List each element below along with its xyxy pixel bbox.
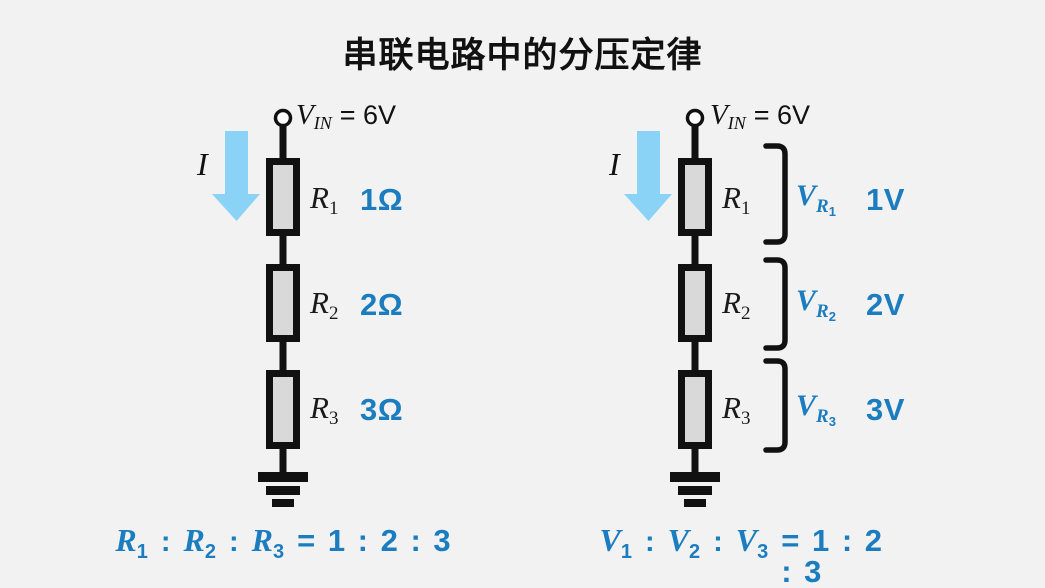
ratio-colon: :: [713, 526, 723, 558]
voltage-value-vr1: 1V: [866, 182, 905, 217]
resistor-r1: [678, 158, 712, 236]
term-base: R: [183, 522, 205, 558]
vin-symbol: V: [710, 99, 728, 131]
ground-icon: [258, 472, 308, 507]
voltage-symbol: V: [796, 179, 817, 212]
bracket-vr1: [763, 143, 788, 245]
term-base: V: [667, 522, 689, 558]
resistor-subscript: 3: [740, 408, 751, 429]
current-label-right: I: [609, 146, 620, 182]
vin-value: = 6V: [753, 100, 811, 130]
voltage-symbol: V: [796, 389, 817, 422]
current-label-left: I: [197, 146, 208, 182]
bracket-vr2: [763, 257, 788, 351]
resistor-symbol: R: [310, 285, 329, 320]
resistor-r3: [266, 370, 300, 449]
current-arrow-icon: [624, 131, 672, 221]
term-base: R: [251, 522, 273, 558]
resistor-symbol: R: [310, 390, 329, 425]
resistor-r3: [678, 370, 712, 449]
voltage-sub-index: 1: [828, 204, 836, 219]
resistor-symbol: R: [722, 390, 741, 425]
ratio-colon: :: [160, 526, 171, 558]
term-base: R: [115, 522, 137, 558]
input-terminal-node: [685, 108, 705, 128]
term-base: V: [599, 522, 621, 558]
ground-icon: [670, 472, 720, 507]
equation-result: = 1 : 2 : 3: [781, 523, 884, 588]
resistor-r2: [678, 264, 712, 342]
resistor-symbol: R: [722, 180, 741, 215]
term-subscript: 3: [757, 541, 769, 563]
voltage-sub-symbol: R: [816, 196, 829, 217]
ratio-colon: :: [228, 526, 239, 558]
vin-subscript: IN: [313, 113, 332, 133]
page-title: 串联电路中的分压定律: [342, 36, 703, 75]
vin-value: = 6V: [339, 100, 397, 130]
voltage-sub-index: 2: [828, 309, 836, 324]
left-circuit-drawing: [212, 108, 308, 507]
term-subscript: 2: [204, 541, 216, 563]
resistor-subscript: 1: [740, 198, 751, 219]
term-subscript: 1: [136, 541, 148, 563]
input-terminal-node: [273, 108, 293, 128]
term-subscript: 2: [688, 541, 701, 563]
resistance-value-r1: 1Ω: [360, 182, 404, 217]
voltage-sub-index: 3: [828, 414, 836, 429]
resistor-subscript: 2: [328, 303, 339, 324]
vin-symbol: V: [296, 99, 314, 131]
voltage-value-vr3: 3V: [866, 392, 905, 427]
ratio-colon: :: [644, 526, 655, 558]
term-subscript: 3: [272, 541, 285, 563]
voltage-brackets: [763, 143, 788, 453]
voltage-value-vr2: 2V: [866, 287, 905, 322]
current-arrow-icon: [212, 131, 260, 221]
resistor-subscript: 1: [328, 198, 339, 219]
equation-result: = 1 : 2 : 3: [297, 523, 453, 558]
resistor-symbol: R: [310, 180, 329, 215]
bracket-vr3: [763, 358, 788, 453]
resistance-value-r3: 3Ω: [360, 392, 404, 427]
voltage-sub-symbol: R: [816, 406, 829, 427]
vin-subscript: IN: [727, 113, 746, 133]
resistor-subscript: 3: [328, 408, 339, 429]
right-circuit-drawing: [624, 108, 788, 507]
resistor-subscript: 2: [740, 303, 751, 324]
resistor-r2: [266, 264, 300, 342]
resistance-value-r2: 2Ω: [360, 287, 404, 322]
term-base: V: [735, 522, 758, 558]
voltage-sub-symbol: R: [816, 301, 829, 322]
resistor-r1: [266, 158, 300, 236]
voltage-symbol: V: [796, 284, 817, 317]
term-subscript: 1: [620, 541, 632, 563]
resistor-symbol: R: [722, 285, 741, 320]
